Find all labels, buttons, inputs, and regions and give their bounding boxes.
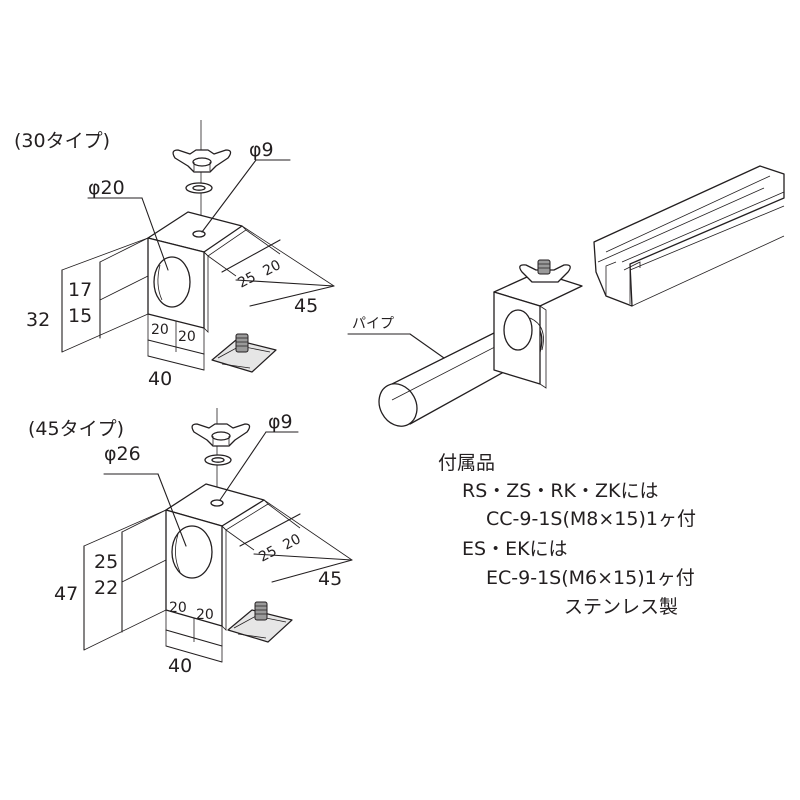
type45-face-right: 20: [196, 607, 214, 623]
wing-nut-icon: [172, 120, 232, 240]
type45-height-lower: 22: [94, 577, 118, 599]
accessory-notes: 付属品 RS・ZS・RK・ZKには CC-9-1S(M8×15)1ヶ付 ES・E…: [438, 452, 696, 618]
type30-height-total: 32: [26, 309, 50, 331]
channel-nut-icon: [227, 601, 293, 643]
type30-depth-a: 25: [235, 269, 258, 291]
bracket-icon: [165, 483, 269, 631]
type45-width-right: 45: [318, 568, 342, 590]
washer-icon: [204, 454, 232, 466]
type45-depth-a: 25: [256, 543, 279, 565]
accessory-line-5: ステンレス製: [564, 596, 678, 618]
type30-width-dims: 20 20 40: [147, 314, 205, 390]
pipe-label: パイプ: [352, 316, 394, 332]
type45-height-dims: 47 25 22: [54, 509, 167, 651]
type30-pipe-dia: φ20: [88, 177, 125, 199]
accessory-line-2: CC-9-1S(M8×15)1ヶ付: [486, 508, 696, 530]
type45-face-left: 20: [169, 600, 187, 616]
type30-width-bottom: 40: [148, 368, 172, 390]
accessory-heading: 付属品: [438, 452, 495, 474]
type30-width-right: 45: [294, 295, 318, 317]
washer-icon: [185, 182, 213, 194]
type45-height-total: 47: [54, 583, 78, 605]
type30-face-right: 20: [178, 329, 196, 345]
type30-face-left: 20: [151, 322, 169, 338]
type30-height-upper: 17: [68, 279, 92, 301]
type30-depth-dims: 25 20 45: [207, 225, 335, 317]
type45-width-bottom: 40: [168, 655, 192, 677]
type45-pipe-dia: φ26: [104, 443, 141, 465]
accessory-line-3: ES・EKには: [462, 538, 568, 560]
wing-nut-icon: [519, 259, 571, 283]
type30-height-lower: 15: [68, 305, 92, 327]
type45-height-upper: 25: [94, 551, 118, 573]
type30-depth-b: 20: [260, 257, 283, 279]
type45-depth-b: 20: [280, 531, 303, 553]
type45-depth-dims: 25 20 45: [225, 499, 353, 590]
type45-width-dims: 20 20 40: [165, 600, 223, 677]
type30-title: (30タイプ): [14, 130, 110, 152]
type45-view: (45タイプ) φ9 φ26: [28, 408, 353, 677]
type30-height-dims: 32 17 15: [26, 237, 149, 353]
accessory-line-1: RS・ZS・RK・ZKには: [462, 480, 658, 502]
accessory-line-4: EC-9-1S(M6×15)1ヶ付: [486, 567, 695, 589]
type30-hole-dia: φ9: [249, 139, 274, 161]
assembly-view: パイプ: [347, 165, 785, 427]
bracket-icon: [147, 211, 247, 333]
type45-hole-dia: φ9: [268, 411, 293, 433]
bracket-icon: [493, 271, 583, 389]
type45-title: (45タイプ): [28, 418, 124, 440]
channel-nut-icon: [211, 333, 277, 373]
type30-view: (30タイプ) φ9: [14, 120, 335, 390]
rail-icon: [593, 165, 785, 307]
